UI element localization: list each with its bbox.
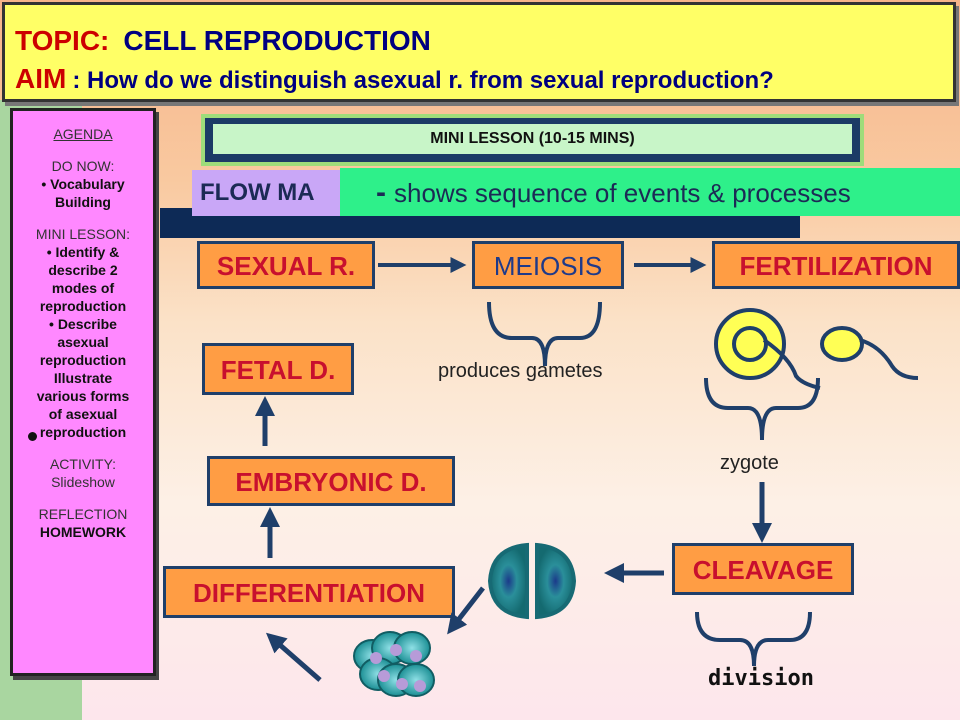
arrow-cell-to-cluster [447, 586, 485, 635]
mini-lesson-item: • Describe [49, 316, 117, 332]
bullet-dot [28, 432, 37, 441]
mini-lesson-item: Illustrate [53, 370, 113, 386]
mini-lesson-item: asexual [57, 334, 109, 350]
brace-fertilization [704, 377, 820, 441]
brace-cleavage [695, 611, 812, 667]
mini-lesson-item: of asexual [48, 406, 118, 422]
mini-lesson-item: reproduction [39, 298, 127, 314]
topic-header: TOPIC: CELL REPRODUCTION AIM: How do we d… [2, 2, 956, 102]
agenda-title: AGENDA [53, 126, 113, 142]
homework-label: HOMEWORK [39, 524, 127, 540]
mini-lesson-item: describe 2 [48, 262, 118, 278]
agenda-panel: AGENDA DO NOW: • Vocabulary Building MIN… [10, 108, 156, 676]
do-now-label: DO NOW: [51, 158, 115, 174]
label-zygote: zygote [720, 452, 779, 474]
activity-value: Slideshow [51, 474, 115, 490]
mini-lesson-item: reproduction [39, 424, 127, 440]
brace-meiosis [487, 301, 602, 367]
activity-label: ACTIVITY: [49, 456, 117, 472]
topic-value: CELL REPRODUCTION [123, 25, 431, 56]
flow-map-definition: -shows sequence of events & processes [340, 168, 960, 216]
mini-lesson-banner: MINI LESSON (10-15 MINS) [205, 118, 860, 162]
mini-lesson-label: MINI LESSON: [35, 226, 131, 242]
reflection-label: REFLECTION [38, 506, 128, 522]
label-division: division [708, 666, 814, 691]
mini-lesson-item: reproduction [39, 352, 127, 368]
mini-lesson-text: MINI LESSON (10-15 MINS) [213, 124, 852, 154]
egg-sperm-icon [714, 308, 821, 390]
do-now-item: Building [55, 194, 111, 210]
box-meiosis: MEIOSIS [472, 241, 624, 289]
box-sexual-r: SEXUAL R. [197, 241, 375, 289]
label-produces-gametes: produces gametes [438, 360, 603, 382]
sperm-icon [820, 326, 919, 380]
aim-line: AIM: How do we distinguish asexual r. fr… [15, 63, 774, 95]
mini-lesson-item: modes of [51, 280, 115, 296]
aim-label: AIM [15, 63, 67, 94]
box-fertilization: FERTILIZATION [712, 241, 960, 289]
do-now-item: • Vocabulary [41, 176, 125, 192]
aim-value: : How do we distinguish asexual r. from … [72, 67, 774, 94]
topic-label: TOPIC: [15, 25, 110, 56]
topic-line: TOPIC: CELL REPRODUCTION [15, 25, 431, 57]
mini-lesson-item: various forms [36, 388, 130, 404]
definition-dash: - [376, 176, 386, 209]
flow-map-title: FLOW MA [192, 170, 352, 216]
box-cleavage: CLEAVAGE [672, 543, 854, 595]
two-cell-icon [487, 542, 577, 620]
definition-text: shows sequence of events & processes [394, 178, 851, 208]
cell-cluster-icon [353, 631, 435, 697]
box-differentiation: DIFFERENTIATION [163, 566, 455, 618]
box-fetal-d: FETAL D. [202, 343, 354, 395]
arrow-cluster-to-differentiation [265, 632, 322, 682]
box-embryonic-d: EMBRYONIC D. [207, 456, 455, 506]
mini-lesson-item: • Identify & [46, 244, 120, 260]
